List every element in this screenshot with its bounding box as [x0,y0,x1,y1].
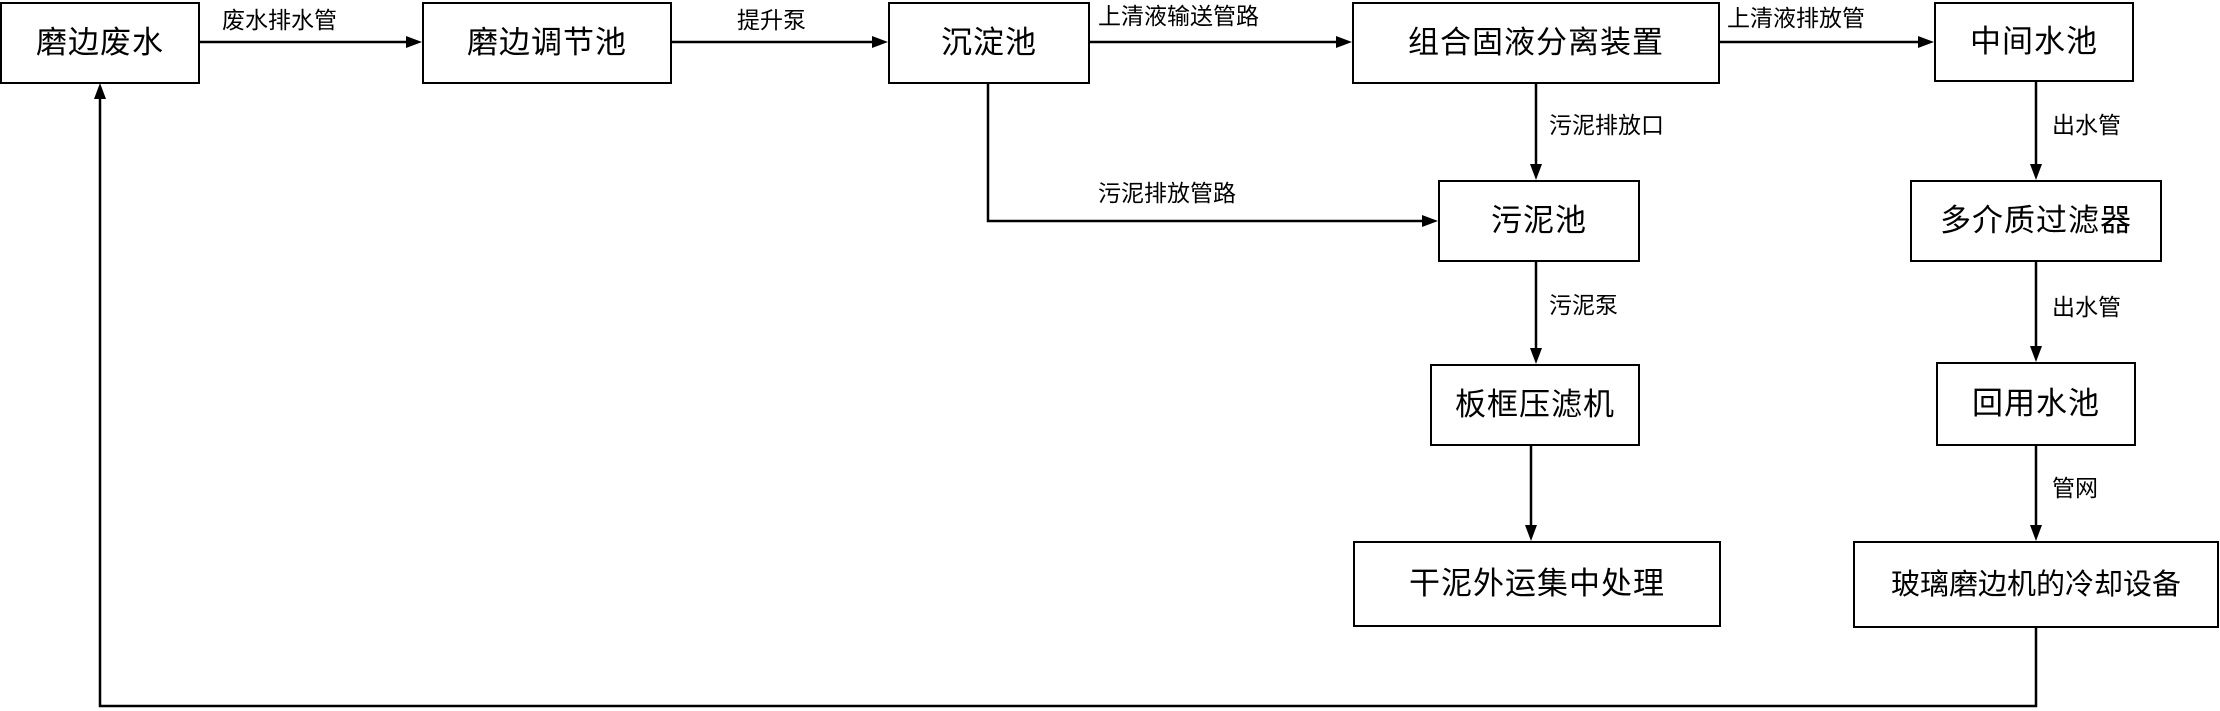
arrowhead [94,83,106,99]
arrowhead [406,36,422,48]
label-sludge-pump: 污泥泵 [1549,293,1618,319]
label-pipe-network: 管网 [2052,476,2098,502]
arrowhead [2030,346,2042,362]
label-supernatant-discharge-pipe: 上清液排放管 [1727,6,1865,32]
node-edge-regulating-tank: 磨边调节池 [422,2,672,84]
arrowhead [1422,215,1438,227]
arrowhead [1336,36,1352,48]
arrowhead [1918,36,1934,48]
arrowhead [2030,525,2042,541]
label-outlet-pipe-1: 出水管 [2052,113,2121,139]
arrowhead [1530,164,1542,180]
node-grinder-cooling-equipment: 玻璃磨边机的冷却设备 [1853,541,2219,628]
node-sludge-tank: 污泥池 [1438,180,1640,262]
edge-sedimentation-to-sludge [986,84,1424,223]
arrowhead [872,36,888,48]
node-reuse-tank: 回用水池 [1936,362,2136,446]
node-intermediate-tank: 中间水池 [1934,2,2134,82]
node-plate-frame-press: 板框压滤机 [1430,364,1640,446]
node-sedimentation-tank: 沉淀池 [888,2,1090,84]
label-sludge-outlet: 污泥排放口 [1549,113,1664,139]
node-solid-liquid-separator: 组合固液分离装置 [1352,2,1720,84]
node-dry-sludge-disposal: 干泥外运集中处理 [1353,541,1721,627]
arrowhead [1525,525,1537,541]
node-edge-wastewater: 磨边废水 [0,2,200,84]
label-outlet-pipe-2: 出水管 [2052,295,2121,321]
label-sludge-discharge-pipe: 污泥排放管路 [1098,181,1236,207]
label-supernatant-transfer-pipe: 上清液输送管路 [1098,4,1259,30]
node-multimedia-filter: 多介质过滤器 [1910,180,2162,262]
label-wastewater-drain-pipe: 废水排水管 [222,8,337,34]
arrowhead [1530,348,1542,364]
label-lift-pump: 提升泵 [737,8,806,34]
arrowhead [2030,164,2042,180]
edge-cooling-return-loop [98,97,2038,708]
